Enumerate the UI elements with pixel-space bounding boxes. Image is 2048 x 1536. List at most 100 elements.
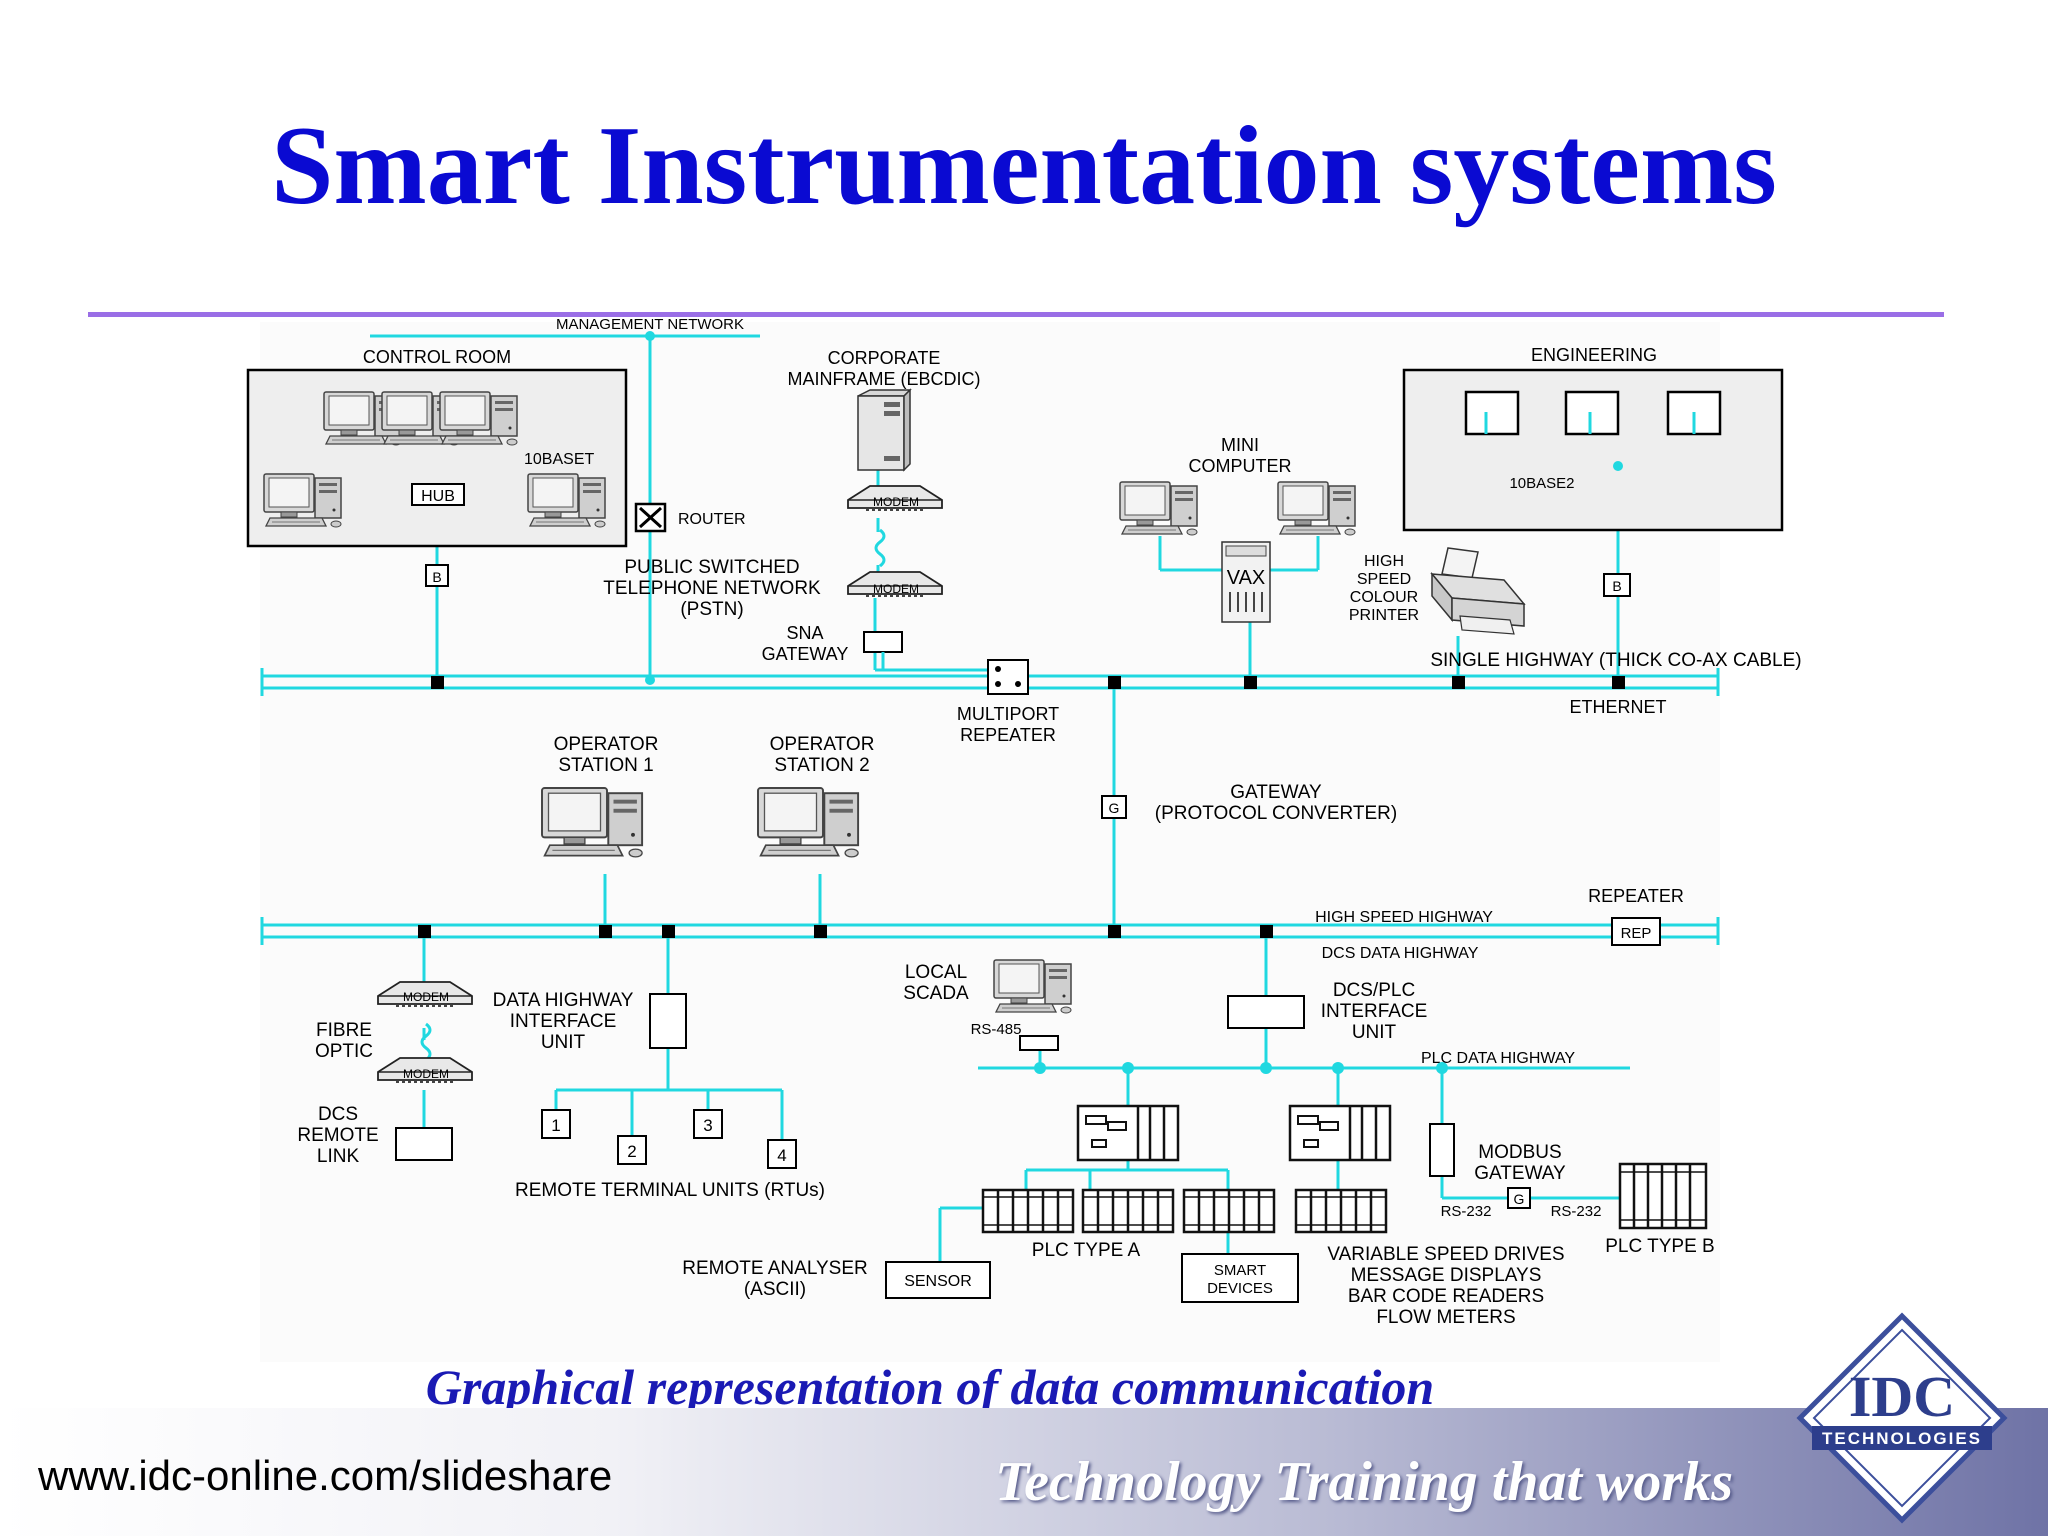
control-room-bridge [425, 564, 449, 587]
hub-label: HUB [421, 488, 455, 505]
footer-url[interactable]: www.idc-online.com/slideshare [38, 1452, 613, 1499]
sensor-box [885, 1261, 991, 1299]
operator-station-2-label-2: STATION 2 [774, 755, 869, 776]
idc-logo: IDC TECHNOLOGIES [1796, 1312, 2008, 1524]
hub-box [411, 483, 465, 506]
control-room-bridge-label: B [432, 569, 441, 585]
field-devices-label-3: BAR CODE READERS [1348, 1286, 1544, 1307]
engineering-bridge [1603, 573, 1631, 597]
mainframe-icon [857, 388, 912, 472]
dcs-remote-link-label-2: REMOTE [297, 1125, 378, 1146]
operator-station-1-label-2: STATION 1 [558, 755, 653, 776]
dcs-remote-link-label-1: DCS [318, 1104, 358, 1125]
plc-rack-a [1076, 1104, 1180, 1162]
multiport-repeater-label-1: MULTIPORT [957, 704, 1059, 724]
rs485-port [1019, 1035, 1059, 1051]
pstn-label-3: (PSTN) [680, 599, 743, 620]
modem-label: MODEM [403, 1067, 449, 1081]
dcs-remote-link-label-3: LINK [317, 1146, 360, 1167]
footer-band [0, 1408, 2048, 1536]
ethernet-label: ETHERNET [1569, 697, 1666, 717]
modem-label: MODEM [873, 582, 919, 596]
printer-label-4: PRINTER [1349, 607, 1419, 624]
remote-analyser-label-1: REMOTE ANALYSER [682, 1258, 867, 1279]
rtu-box [767, 1139, 797, 1169]
router-label: ROUTER [678, 511, 746, 528]
field-devices-label-1: VARIABLE SPEED DRIVES [1327, 1244, 1564, 1265]
plc-type-a-label: PLC TYPE A [1032, 1240, 1141, 1261]
rtu-number: 1 [551, 1116, 560, 1135]
dhi-label-2: INTERFACE [510, 1011, 617, 1032]
printer-icon [1430, 547, 1526, 635]
gateway-label-2: (PROTOCOL CONVERTER) [1155, 803, 1397, 824]
field-devices-label-4: FLOW METERS [1376, 1307, 1515, 1328]
sensor-label: SENSOR [904, 1273, 972, 1290]
dcs-data-highway-label: DCS DATA HIGHWAY [1322, 945, 1479, 962]
plc-type-b-label: PLC TYPE B [1605, 1236, 1714, 1257]
plc-type-a-module [1294, 1188, 1388, 1234]
sna-gateway-box [863, 631, 903, 653]
rtu-box [541, 1109, 571, 1139]
dcs-plc-interface-box [1227, 995, 1305, 1029]
high-speed-highway-label: HIGH SPEED HIGHWAY [1315, 909, 1493, 926]
title-divider [88, 312, 1944, 317]
slide-caption: Graphical representation of data communi… [425, 1359, 1435, 1415]
rtu-number: 3 [703, 1116, 712, 1135]
rs232-label-left: RS-232 [1441, 1203, 1492, 1220]
minicomputer-label-2: COMPUTER [1189, 456, 1292, 476]
modbus-label-2: GATEWAY [1474, 1163, 1566, 1184]
sna-gateway-label-2: GATEWAY [762, 644, 849, 664]
dhi-label-1: DATA HIGHWAY [493, 990, 634, 1011]
single-highway-label: SINGLE HIGHWAY (THICK CO-AX CABLE) [1430, 650, 1801, 671]
engineering-lan-label: 10BASE2 [1509, 475, 1574, 492]
local-scada-label-2: SCADA [903, 983, 969, 1004]
modem-label: MODEM [873, 495, 919, 509]
multiport-repeater-label-2: REPEATER [960, 725, 1056, 745]
plc-rack-b [1288, 1104, 1392, 1162]
data-highway-interface-box [649, 993, 687, 1049]
slide-title: Smart Instrumentation systems [271, 104, 1777, 228]
gateway-mark: G [1109, 800, 1120, 816]
footer-tagline: Technology Training that works [995, 1451, 1734, 1513]
modbus-g-label: G [1514, 1191, 1525, 1207]
sna-gateway-label-1: SNA [786, 623, 823, 643]
mainframe-label-2: MAINFRAME (EBCDIC) [788, 369, 981, 389]
gateway-label-1: GATEWAY [1230, 782, 1322, 803]
modbus-g-box [1507, 1187, 1531, 1209]
remote-analyser-label-2: (ASCII) [744, 1279, 806, 1300]
minicomputer-label-1: MINI [1221, 435, 1259, 455]
pstn-label-2: TELEPHONE NETWORK [603, 578, 821, 599]
logo-text: IDC [1849, 1364, 1955, 1429]
engineering-workstation [1464, 390, 1520, 436]
multiport-repeater-box [987, 659, 1029, 695]
dhi-label-3: UNIT [541, 1032, 586, 1053]
vax-label: VAX [1227, 567, 1266, 589]
repeater-title: REPEATER [1588, 886, 1684, 906]
rs485-label: RS-485 [971, 1021, 1022, 1038]
modbus-label-1: MODBUS [1478, 1142, 1561, 1163]
management-network-label: MANAGEMENT NETWORK [556, 316, 744, 333]
network-diagram: MANAGEMENT NETWORK CONTROL ROOM HUB 10BA… [246, 316, 1802, 1328]
operator-station-1-label-1: OPERATOR [554, 734, 659, 755]
rtu-number: 4 [777, 1146, 786, 1165]
control-room-lan-label: 10BASET [524, 451, 594, 468]
smart-devices-label-1: SMART [1214, 1262, 1266, 1279]
logo-subtext: TECHNOLOGIES [1822, 1429, 1982, 1448]
plc-type-b-icon [1618, 1162, 1708, 1230]
engineering-workstation [1564, 390, 1620, 436]
rtus-label: REMOTE TERMINAL UNITS (RTUs) [515, 1180, 825, 1201]
rtu-number: 2 [627, 1142, 636, 1161]
local-scada-label-1: LOCAL [905, 962, 967, 983]
dcs-plc-label-1: DCS/PLC [1333, 980, 1415, 1001]
plc-data-highway-label: PLC DATA HIGHWAY [1421, 1050, 1575, 1067]
vax-icon [1221, 541, 1271, 623]
plc-type-a-module [1081, 1188, 1175, 1234]
modem-label: MODEM [403, 990, 449, 1004]
modbus-gateway-box [1429, 1123, 1455, 1177]
pstn-label-1: PUBLIC SWITCHED [624, 557, 799, 578]
printer-label-1: HIGH [1364, 553, 1404, 570]
engineering-bridge-label: B [1612, 578, 1621, 594]
dcs-remote-link-box [395, 1127, 453, 1161]
repeater-box [1611, 917, 1661, 946]
plc-type-a-module [981, 1188, 1075, 1234]
